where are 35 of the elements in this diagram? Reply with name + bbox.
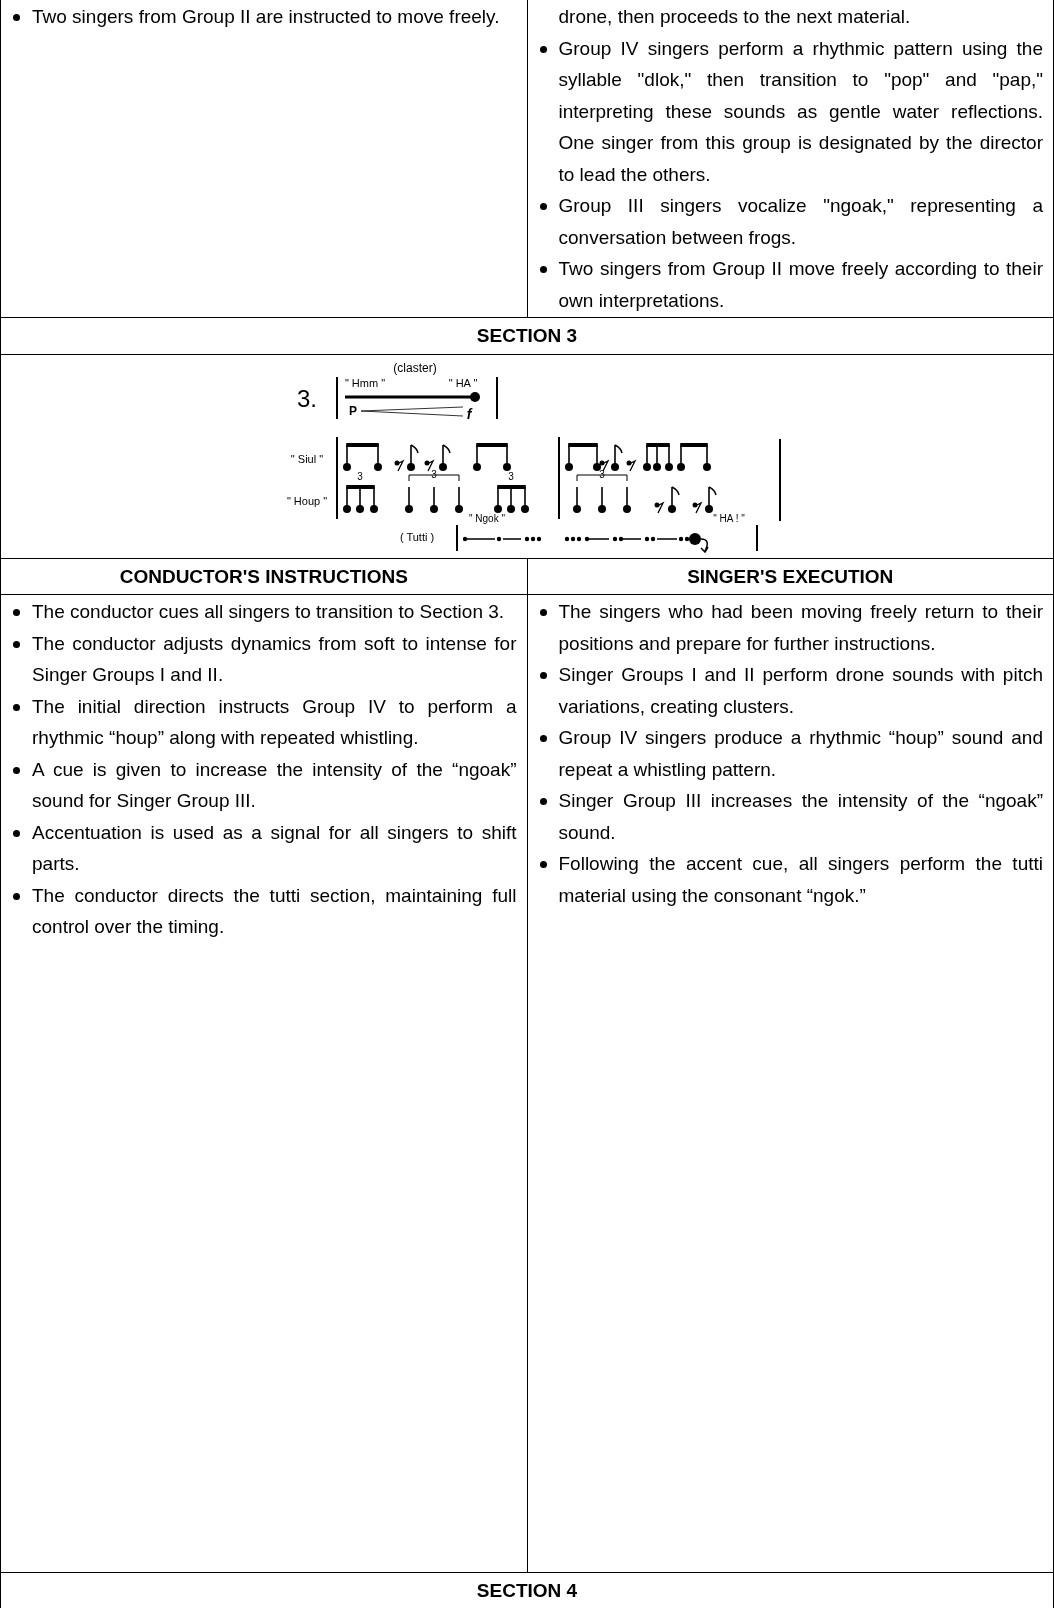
dynamic-marking: P [349,404,357,417]
lyric-text: " Hmm " [344,377,386,388]
bullet-text: The initial direction instructs Group IV to perform a rhythmic “houp” along with repeated whistling. [32,694,517,750]
lyric-text: " HA " [448,377,478,388]
dynamic-marking: f [466,406,472,421]
bullet-text: A cue is given to increase the intensity of the “ngoak” sound for Singer Group III. [32,757,517,813]
section-heading: CONDUCTOR'S INSTRUCTIONS [119,564,408,589]
voice-label: " Houp " [286,495,328,506]
tuplet-number: 3 [508,471,514,482]
bullet-text: Accentuation is used as a signal for all singers to shift parts. [32,820,517,876]
bullet-text: Two singers from Group II are instructed to move freely. [32,5,500,29]
lyric-text: " HA ! " [713,513,745,524]
bullet-text: The singers who had been moving freely return to their positions and prepare for further instructions. [558,600,1043,656]
bullet-text: drone, then proceeds to the next material. [558,5,911,29]
bullet-text: Singer Group III increases the intensity of the “ngoak” sound. [558,789,1043,845]
voice-label: ( Tutti ) [399,531,435,542]
measure-number: 3. [297,386,317,411]
tuplet-number: 3 [431,469,437,480]
bullet-text: The conductor directs the tutti section, maintaining full control over the timing. [32,883,517,939]
annotation: (claster) [393,361,437,374]
bullet-text: Group IV singers produce a rhythmic “houp” sound and repeat a whistling pattern. [558,726,1043,782]
section-heading: SECTION 4 [476,1578,578,1603]
bullet-text: The conductor adjusts dynamics from soft to intense for Singer Groups I and II. [32,631,517,687]
section-heading: SINGER'S EXECUTION [687,564,894,589]
tuplet-number: 3 [357,471,363,482]
section-heading: SECTION 3 [476,324,578,348]
bullet-text: Singer Groups I and II perform drone sounds with pitch variations, creating clusters. [558,663,1043,719]
bullet-text: Group III singers vocalize "ngoak," representing a conversation between frogs. [558,194,1043,250]
tuplet-number: 3 [599,469,605,480]
voice-label: " Siul " [290,453,324,464]
bullet-text: Following the accent cue, all singers perform the tutti material using the consonant “ngok.” [558,852,1043,908]
bullet-text: The conductor cues all singers to transition to Section 3. [32,600,505,624]
bullet-text: Group IV singers perform a rhythmic pattern using the syllable "dlok," then transition to "pop" and "pap," interpreting these sounds as gentle water reflections. One singer from this group is designated by the director to lead the others. [558,36,1043,187]
lyric-text: " Ngok " [469,513,505,524]
bullet-text: Two singers from Group II move freely according to their own interpretations. [558,257,1043,313]
